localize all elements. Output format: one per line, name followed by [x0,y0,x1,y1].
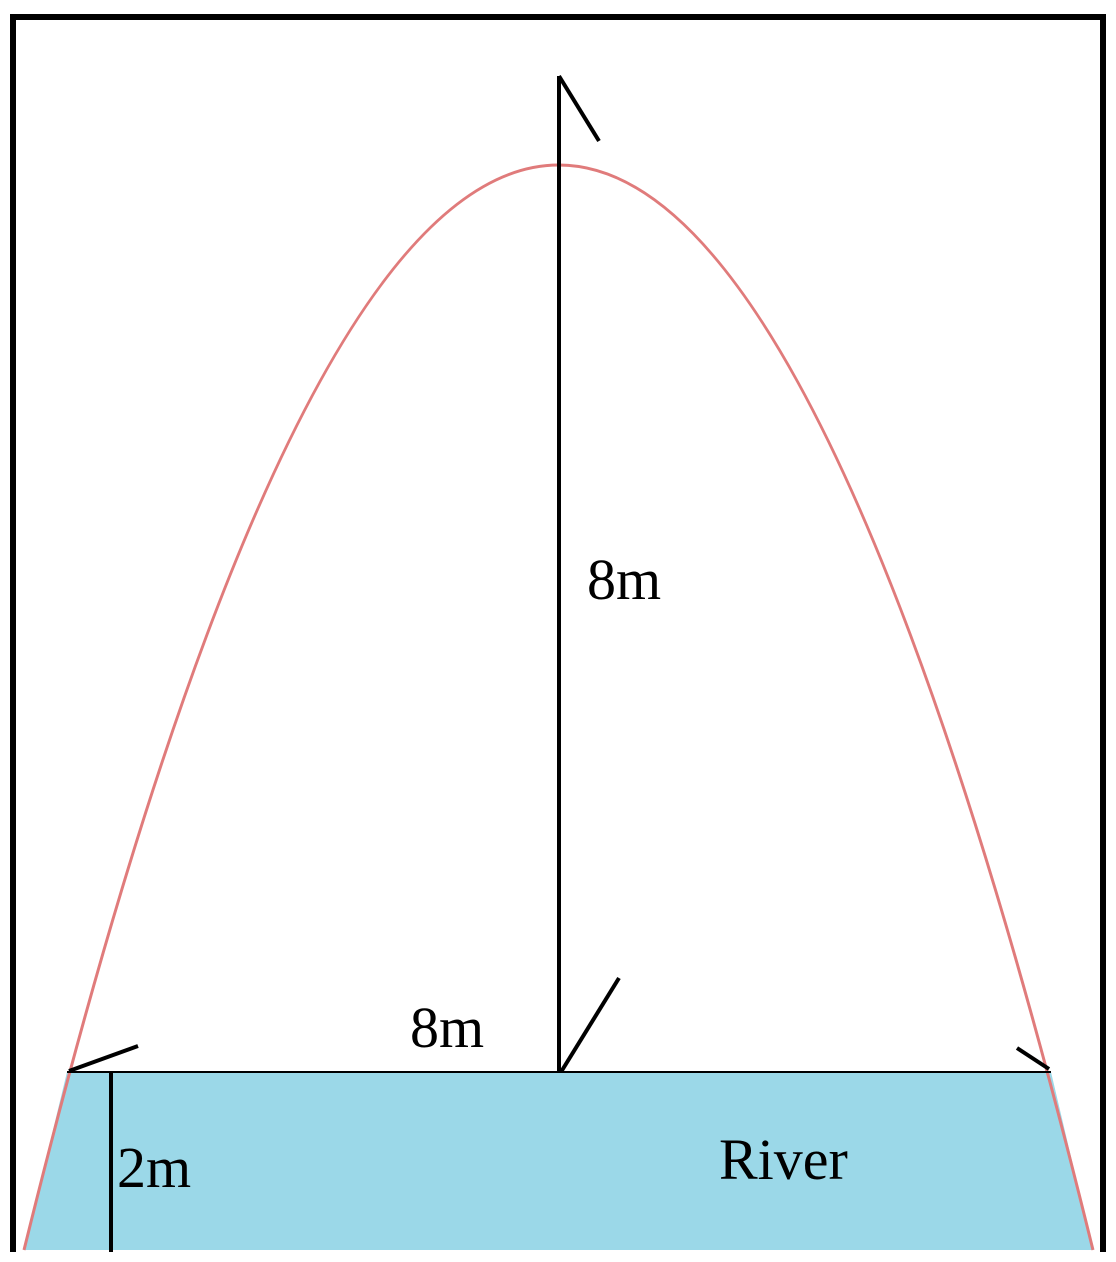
height-arrow-top [557,74,601,143]
river-label: River [719,1127,848,1192]
water-depth-label: 2m [117,1135,191,1200]
height-arrow-bottom [559,976,621,1074]
width-arrow-left [68,1044,139,1073]
height-label: 8m [587,547,661,612]
width-arrow-right [1015,1046,1051,1071]
river-water [24,1072,1093,1250]
half-width-label: 8m [410,995,484,1060]
frame-outline [10,14,1106,1252]
